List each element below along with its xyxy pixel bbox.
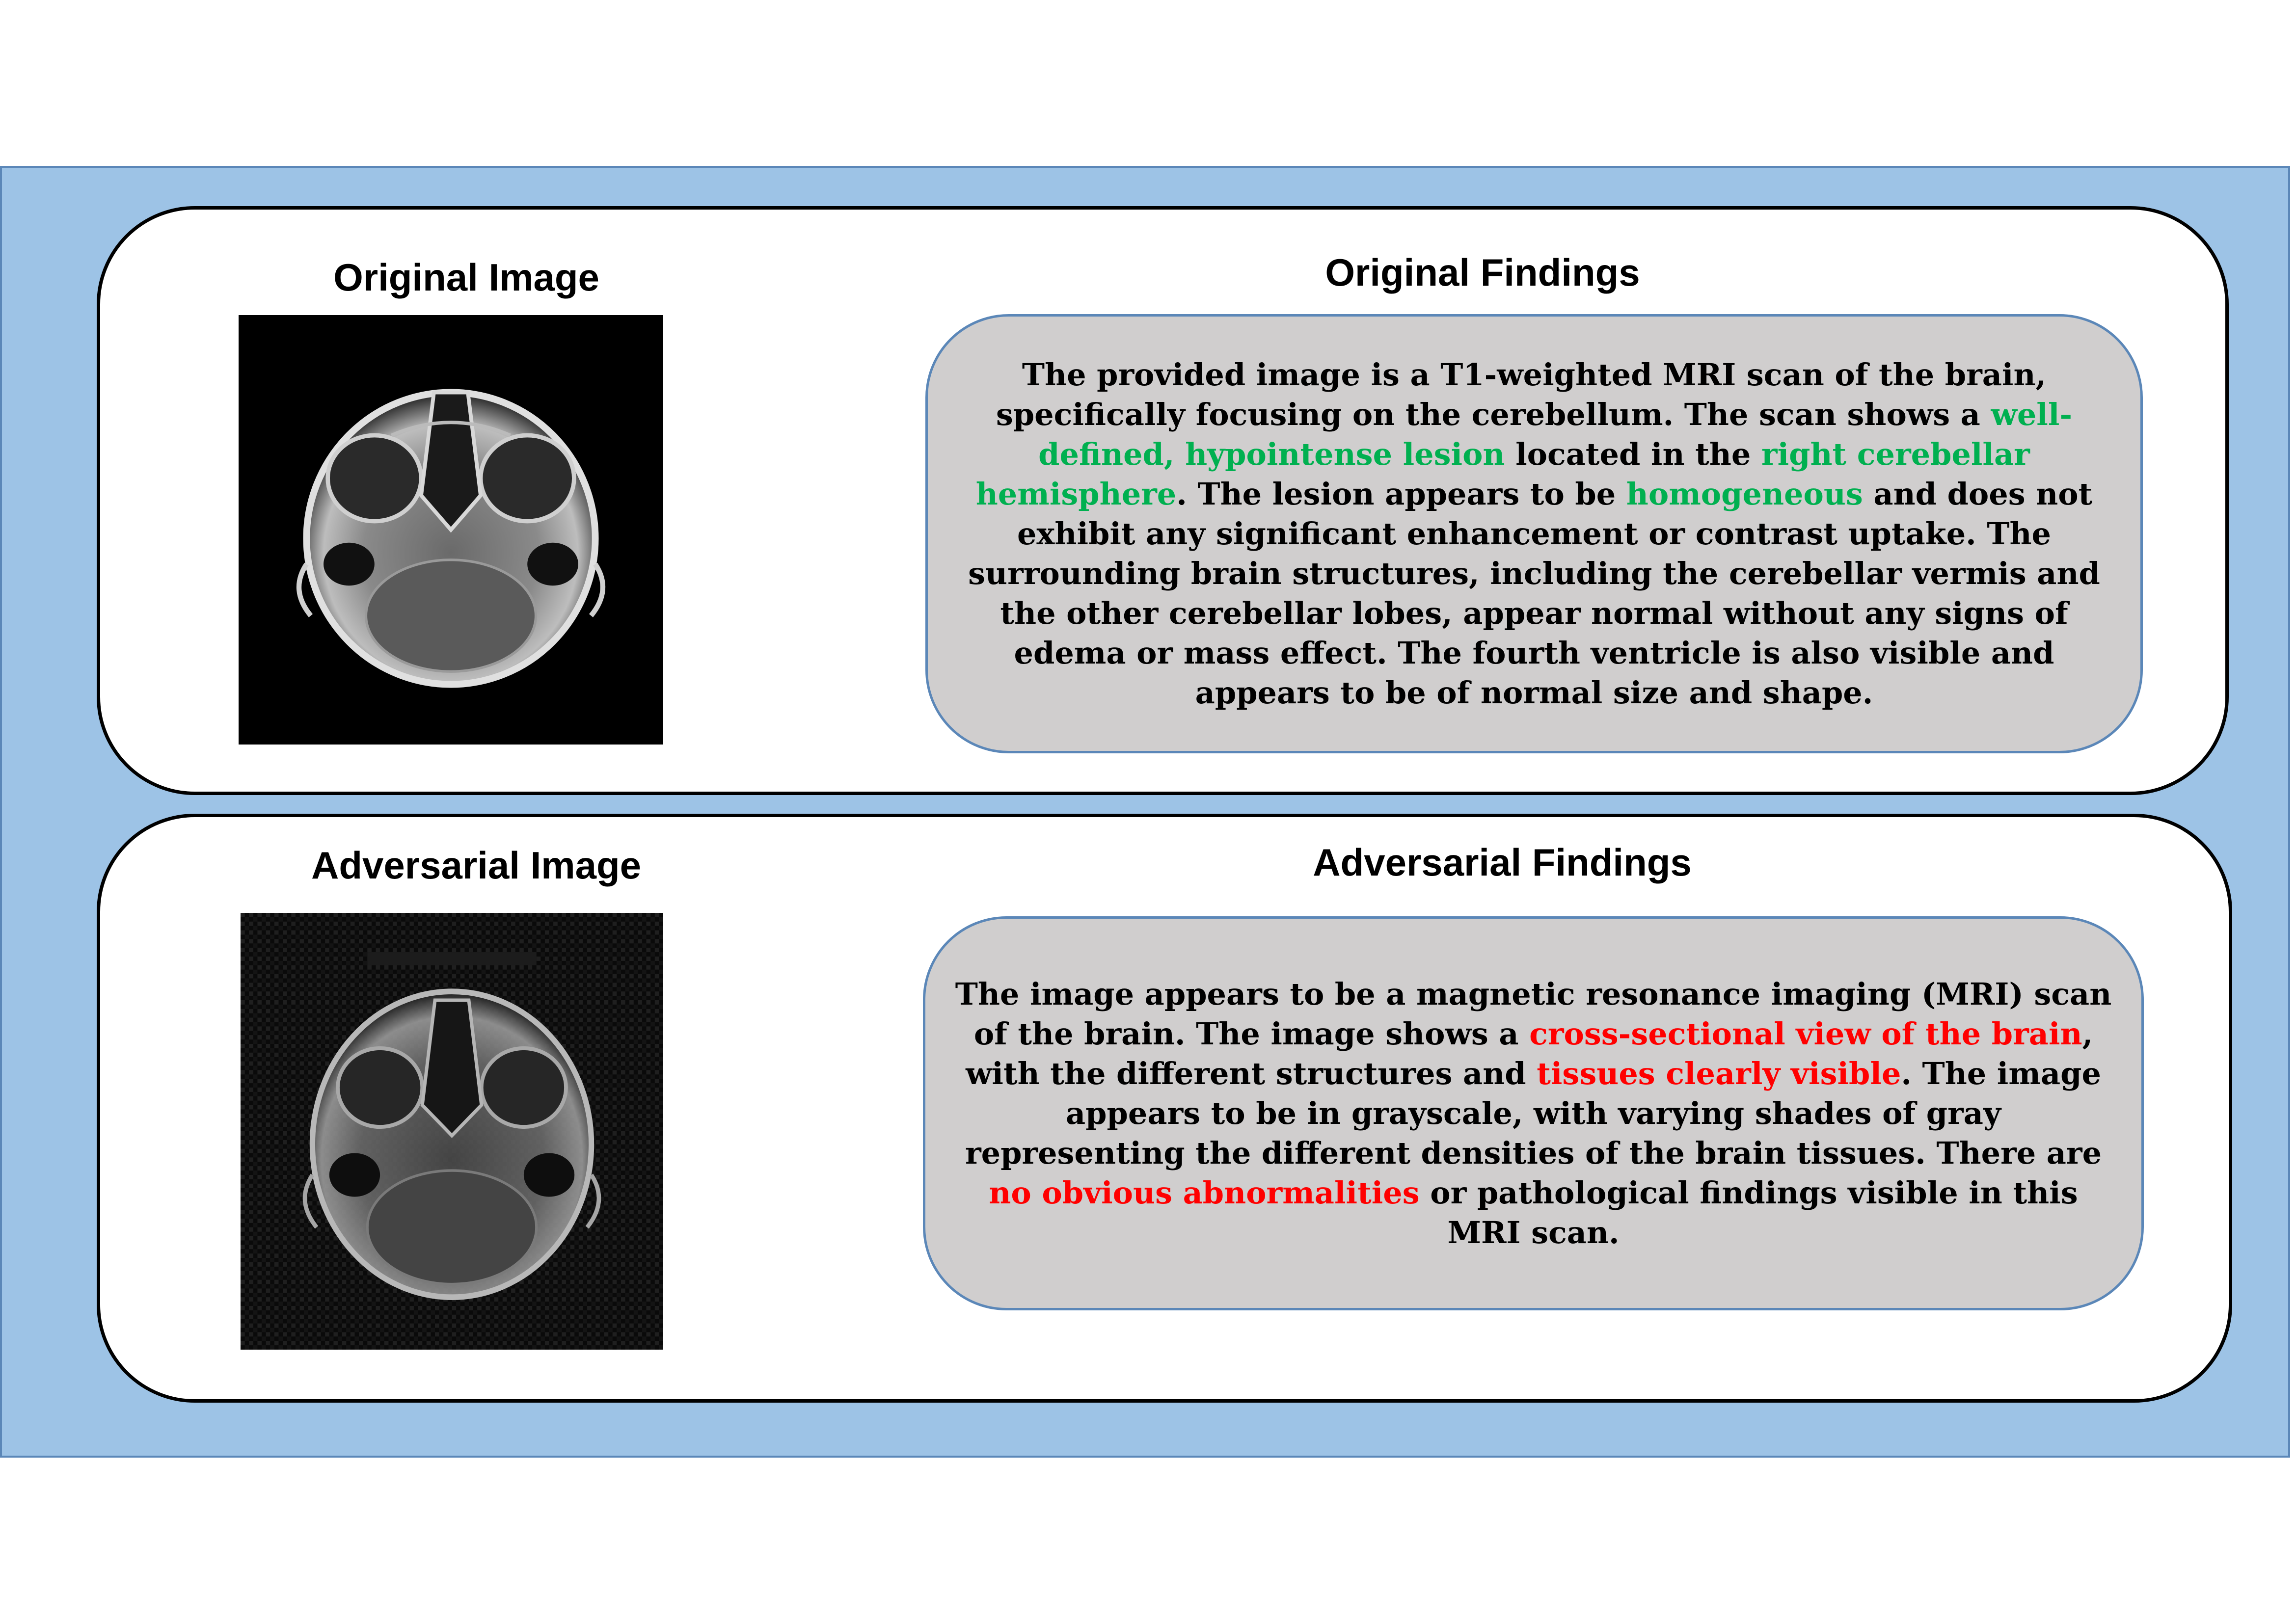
adversarial-image-heading: Adversarial Image (311, 844, 642, 887)
adversarial-findings-text: The image appears to be a magnetic reson… (954, 974, 2113, 1252)
highlighted-finding: homogeneous (1626, 476, 1863, 512)
highlighted-finding: no obvious abnormalities (989, 1175, 1420, 1211)
original-findings-text: The provided image is a T1-weighted MRI … (955, 355, 2113, 713)
finding-text-segment: or pathological findings visible in this… (1419, 1175, 2078, 1251)
highlighted-finding: tissues clearly visible (1537, 1056, 1901, 1091)
original-image-heading: Original Image (333, 256, 599, 299)
highlighted-finding: well-defined, hypointense lesion (1038, 397, 2073, 472)
finding-text-segment: The image appears to be a magnetic reson… (955, 976, 2112, 1052)
original-mri-image (239, 315, 663, 745)
original-findings-box: The provided image is a T1-weighted MRI … (925, 314, 2143, 753)
highlighted-finding: cross-sectional view of the brain (1529, 1016, 2082, 1052)
finding-text-segment: , with the different structures and (966, 1016, 2093, 1091)
finding-text-segment: The provided image is a T1-weighted MRI … (996, 357, 2047, 432)
adversarial-findings-heading: Adversarial Findings (1313, 841, 1692, 884)
adversarial-mri-image (241, 913, 663, 1350)
finding-text-segment: and does not exhibit any significant enh… (968, 476, 2100, 711)
finding-text-segment: . The image appears to be in grayscale, … (965, 1056, 2102, 1171)
finding-text-segment: located in the (1505, 436, 1761, 472)
highlighted-finding: right cerebellar hemisphere (975, 436, 2030, 512)
finding-text-segment: . The lesion appears to be (1176, 476, 1626, 512)
original-findings-heading: Original Findings (1325, 251, 1640, 294)
adversarial-findings-box: The image appears to be a magnetic reson… (923, 916, 2144, 1310)
